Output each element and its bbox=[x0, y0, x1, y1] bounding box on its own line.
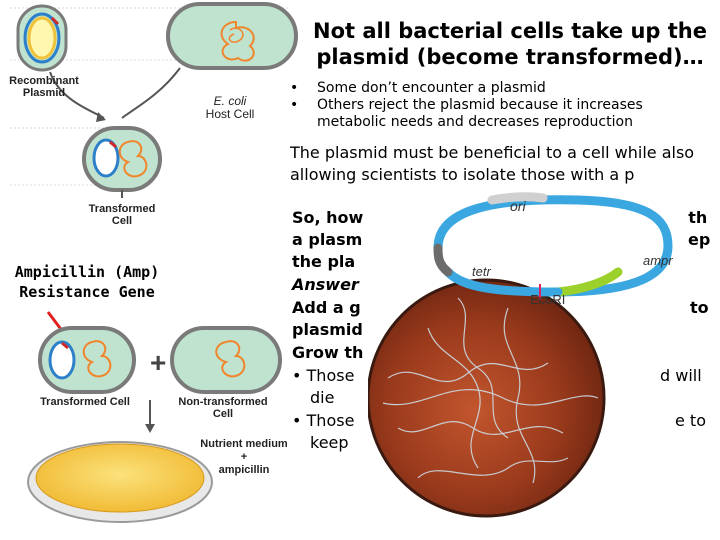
host-cell-label: Host Cell bbox=[205, 107, 255, 121]
question-line-3: the pla bbox=[292, 252, 356, 271]
transformed-cell-icon bbox=[82, 126, 162, 192]
bullet-text: Some don’t encounter a plasmid bbox=[317, 80, 546, 96]
nutrient-medium-label: Nutrient medium bbox=[200, 438, 288, 450]
sub-bullet-2a: Those bbox=[306, 411, 355, 430]
bullet-item: • Others reject the plasmid because it i… bbox=[290, 97, 643, 130]
ecoli-label: E. coli bbox=[213, 94, 247, 108]
plus-label: + bbox=[240, 451, 248, 463]
slide-title: Not all bacterial cells take up the plas… bbox=[313, 19, 707, 69]
sub-bullet-2b: e to bbox=[675, 411, 706, 430]
bullet-item: • Some don’t encounter a plasmid bbox=[290, 80, 546, 96]
ampicillin-label: ampicillin bbox=[218, 464, 270, 476]
ampicillin-resistance-label: Ampicillin (Amp) Resistance Gene bbox=[14, 263, 160, 301]
recombinant-plasmid-label: Recombinant Plasmid bbox=[9, 75, 79, 99]
body-text: The plasmid must be beneficial to a cell… bbox=[290, 142, 715, 185]
ampr-label: ampr bbox=[643, 253, 673, 268]
transformation-diagram: + bbox=[10, 2, 298, 523]
host-cell-icon bbox=[166, 2, 298, 70]
question-line-2a: a plasm bbox=[292, 230, 363, 249]
recombinant-plasmid-icon bbox=[16, 4, 68, 72]
sub-bullet-1a: Those bbox=[306, 366, 355, 385]
question-line-1a: So, how bbox=[292, 208, 364, 227]
sub-bullet-2: • Those bbox=[292, 411, 355, 430]
bullet-text: Others reject the plasmid because it inc… bbox=[317, 97, 643, 130]
non-transformed-cell-label: Non-transformed Cell bbox=[178, 396, 268, 420]
transformed-cell-label: Transformed Cell bbox=[40, 396, 130, 408]
add-line-a: Add a g bbox=[292, 298, 361, 317]
sub-bullet-1c: die bbox=[310, 388, 335, 407]
ori-label: ori bbox=[510, 198, 526, 214]
tetr-label: tetr bbox=[472, 264, 491, 279]
paragraph-intro: The plasmid must be beneficial to a cell… bbox=[290, 143, 695, 184]
transformed-cell-label: Transformed Cell bbox=[88, 203, 156, 227]
sub-bullet-1b: d will bbox=[660, 366, 702, 385]
non-transformed-cell-icon bbox=[170, 326, 282, 394]
plasmid-map bbox=[433, 192, 673, 297]
plus-sign: + bbox=[150, 347, 166, 378]
answer-label: Answer bbox=[292, 275, 359, 294]
micrograph-circle bbox=[368, 278, 606, 518]
plasmid-micrograph bbox=[368, 190, 688, 518]
question-line-2b: ep bbox=[688, 230, 711, 249]
add-line-b: to bbox=[690, 298, 709, 317]
plasmid-word: plasmid bbox=[292, 320, 363, 339]
sub-bullet-2c: keep bbox=[310, 433, 349, 452]
transformed-cell-icon bbox=[38, 326, 136, 394]
sub-bullet-1: • Those bbox=[292, 366, 355, 385]
ecori-label: EcoRI bbox=[530, 292, 566, 307]
petri-dish-icon bbox=[27, 441, 213, 523]
grow-line: Grow th bbox=[292, 343, 364, 362]
bullet-list: • Some don’t encounter a plasmid • Other… bbox=[290, 80, 710, 131]
